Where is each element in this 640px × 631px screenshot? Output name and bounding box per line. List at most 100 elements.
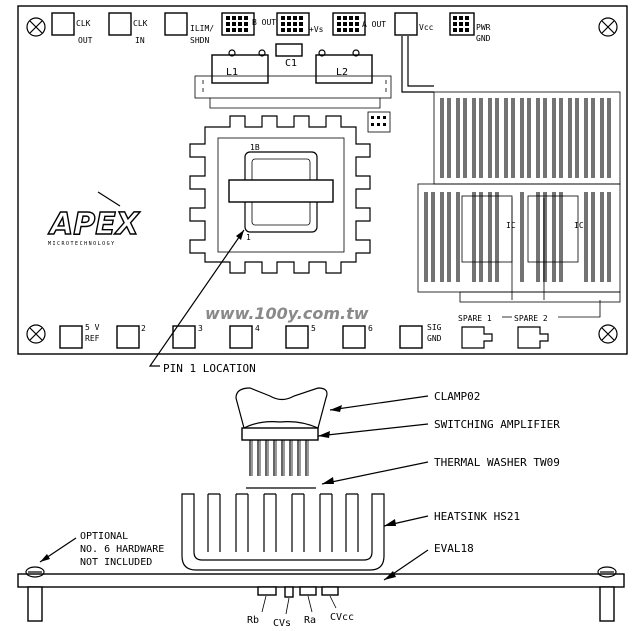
inductor-l1: L1 [211, 49, 269, 84]
component-label: C1 [285, 58, 297, 69]
connector-label: 5 [311, 324, 316, 333]
ic-label: IC [506, 221, 516, 230]
connector-label: SHDN [190, 36, 209, 45]
connector-pwr-gnd: PWR GND [449, 12, 491, 43]
rb-label: Rb [247, 615, 259, 626]
pin-1-callout: PIN 1 LOCATION [148, 229, 256, 375]
capacitor-cvs [284, 586, 294, 598]
capacitor-c1: C1 [275, 43, 303, 69]
clamp [235, 387, 328, 429]
connector-label: 2 [141, 324, 146, 333]
optional-hardware-label: NOT INCLUDED [80, 557, 152, 568]
connector-a-out: A OUT [332, 12, 386, 36]
connector-clk-out: CLK OUT [51, 12, 93, 45]
washer-leader [321, 461, 429, 485]
connector-b-out: B OUT [221, 12, 276, 36]
connector-label: GND [476, 34, 491, 43]
amplifier-leader [317, 423, 429, 437]
spare-2-pad [517, 326, 549, 349]
spare-2-label: SPARE 2 [514, 314, 548, 323]
connector-5v-ref: 5 V REF [59, 323, 100, 349]
standoff [599, 586, 615, 622]
connector-label: IN [135, 36, 145, 45]
connector-vcc: Vcc [394, 12, 434, 36]
component-label: L2 [336, 67, 348, 78]
pin-marker-label: 1B [250, 143, 260, 152]
optional-hardware-label: OPTIONAL [80, 531, 128, 542]
connector-label: A OUT [362, 20, 386, 29]
jumper-pins [371, 116, 386, 126]
connector-sig-gnd: SIG GND [399, 323, 442, 349]
screw-head-icon [25, 566, 45, 578]
heatsink-label: HEATSINK HS21 [434, 510, 520, 523]
amplifier-label: SWITCHING AMPLIFIER [434, 418, 560, 431]
apex-logo-subtitle: MICROTECHNOLOGY [48, 241, 116, 247]
connector-label: REF [85, 334, 100, 343]
connector-label: 5 V [85, 323, 100, 332]
pcb-top-view: CLK OUT CLK IN ILIM/ SHDN B OUT [17, 5, 628, 355]
ic-footprint [527, 195, 579, 263]
amplifier-package [228, 179, 334, 203]
eval-board-label: EVAL18 [434, 542, 474, 555]
resistor-rb [257, 586, 277, 596]
apex-logo: APEX MICROTECHNOLOGY [47, 191, 141, 247]
connector-label: CLK [76, 19, 91, 28]
optional-hardware-label: NO. 6 HARDWARE [80, 544, 164, 555]
connector-label: 6 [368, 324, 373, 333]
connector-6: 6 [342, 324, 373, 349]
assembly-side-view: CLAMP02 SWITCHING AMPLIFIER THERMAL WASH… [17, 387, 625, 629]
connector-label: 4 [255, 324, 260, 333]
connector-clk-in: CLK IN [108, 12, 148, 45]
connector-3: 3 [172, 324, 203, 349]
prototype-area: IC IC [401, 36, 621, 303]
connector-2: 2 [116, 324, 146, 349]
ic-label: IC [574, 221, 584, 230]
clamp-leader [329, 395, 429, 411]
mounting-screw-icon [26, 324, 46, 344]
cvcc-label: CVcc [330, 612, 354, 623]
connector-label: GND [427, 334, 442, 343]
connector-5: 5 [285, 324, 316, 349]
connector-label: OUT [78, 36, 93, 45]
connector-label: CLK [133, 19, 148, 28]
connector-4: 4 [229, 324, 260, 349]
eval-board-side [17, 566, 625, 622]
spare-pads: SPARE 1 SPARE 2 [458, 300, 601, 349]
connector-label: B OUT [252, 18, 276, 27]
screw-head-icon [597, 566, 617, 578]
switching-amplifier [241, 427, 319, 476]
standoff [27, 586, 43, 622]
apex-logo-text: APEX [48, 207, 141, 242]
mounting-screw-icon [26, 17, 46, 37]
washer-label: THERMAL WASHER TW09 [434, 456, 560, 469]
trace-band [209, 98, 381, 109]
component-label: L1 [226, 67, 238, 78]
connector-label: 3 [198, 324, 203, 333]
connector-label: SIG [427, 323, 442, 332]
spare-1-pad [461, 326, 493, 349]
connector-label: PWR [476, 23, 491, 32]
watermark: www.100y.com.tw [205, 304, 369, 323]
clamp-label: CLAMP02 [434, 390, 480, 403]
mounting-screw-icon [598, 17, 618, 37]
heatsink-side [181, 493, 385, 571]
pin-1-location-label: PIN 1 LOCATION [163, 362, 256, 375]
connector-label: ILIM/ [190, 24, 214, 33]
connector-plus-vs: +Vs [276, 12, 324, 36]
spare-1-label: SPARE 1 [458, 314, 492, 323]
pin-one-label: 1 [246, 233, 251, 242]
inductor-l2: L2 [315, 49, 373, 84]
ra-label: Ra [304, 615, 316, 626]
connector-label: +Vs [309, 25, 324, 34]
connector-label: Vcc [419, 23, 434, 32]
resistor-ra [299, 586, 317, 596]
connector-ilim-shdn: ILIM/ SHDN [164, 12, 214, 45]
jumper-block [367, 111, 391, 133]
perf-board-pads [424, 98, 611, 282]
heatsink-top-view: 1B 1 [189, 115, 371, 274]
capacitor-cvcc [321, 586, 339, 596]
trace-band [194, 75, 392, 99]
mounting-screw-icon [598, 324, 618, 344]
cvs-label: CVs [273, 618, 291, 629]
